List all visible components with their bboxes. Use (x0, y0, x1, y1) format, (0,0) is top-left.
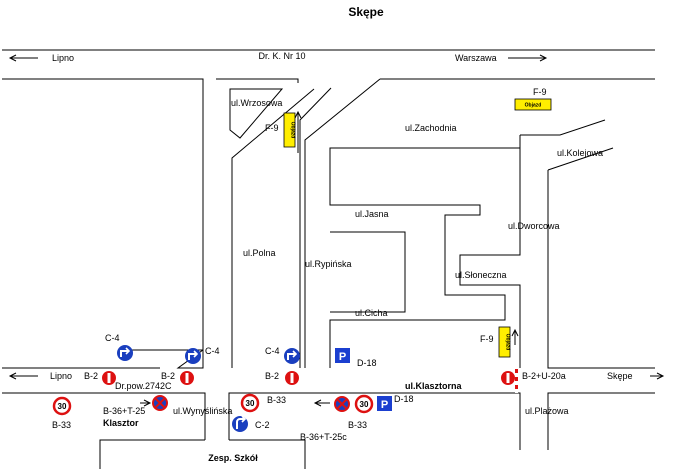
label-b33-right: B-33 (348, 420, 367, 430)
direction-arrows (8, 54, 665, 407)
turn-right-arrow-icon (287, 353, 295, 360)
label-polna: ul.Polna (243, 248, 276, 258)
label-c2: C-2 (255, 420, 270, 430)
label-wrzosowa: ul.Wrzosowa (231, 98, 282, 108)
f9-sign-top-right: Objazd (514, 98, 552, 111)
c4-sign-left (117, 345, 133, 361)
map-title: Skępe (348, 5, 384, 19)
school-road-west (99, 439, 205, 469)
c4-sign-mid (185, 348, 201, 364)
polna-east-edge (231, 88, 315, 368)
klasztorna-south-west (2, 392, 206, 440)
label-d18-bottom: D-18 (394, 394, 414, 404)
b33-sign-left: 30 (52, 396, 72, 416)
wrzosowa-block (229, 88, 284, 139)
label-cicha: ul.Cicha (355, 308, 388, 318)
label-c4-right: C-4 (265, 346, 280, 356)
c2-sign (232, 415, 248, 432)
label-f9-upper-left: F-9 (265, 123, 279, 133)
objazd-text: Objazd (290, 122, 296, 139)
inner-block-east (329, 147, 521, 368)
label-b2-left: B-2 (84, 371, 98, 381)
label-lipno-bottom: Lipno (50, 371, 72, 381)
no-entry-icon (506, 373, 510, 383)
label-rypinska: ul.Rypińska (305, 259, 352, 269)
dworcowa-east-edge (547, 170, 655, 369)
west-block-outline (2, 78, 204, 351)
label-b33-left: B-33 (52, 420, 71, 430)
b36-sign-left (152, 395, 168, 411)
objazd-text: Objazd (525, 103, 542, 109)
klasztorna-south-east (547, 392, 655, 450)
kolejowa-upper (520, 119, 606, 136)
label-skepe-right: Skępe (607, 371, 633, 381)
label-dk10: Dr. K. Nr 10 (258, 51, 305, 61)
label-c4-left: C-4 (105, 333, 120, 343)
speed-limit-text: 30 (246, 399, 255, 408)
sign-code-labels: F-9 F-9 F-9 C-4 C-4 C-4 B-2 B-2 B-2 B-2+… (52, 87, 566, 442)
b2-sign-mid (180, 371, 194, 385)
label-kolejowa: ul.Kolejowa (557, 148, 603, 158)
label-b2-mid: B-2 (161, 371, 175, 381)
label-b33-mid: B-33 (267, 395, 286, 405)
label-b36-t25c: B-36+T-25c (300, 432, 347, 442)
no-entry-icon (107, 373, 111, 383)
objazd-text: Objazd (505, 334, 511, 351)
label-f9-top-right: F-9 (533, 87, 547, 97)
rypinska-east-edge (299, 87, 332, 368)
label-klasztorna: ul.Klasztorna (405, 381, 463, 391)
no-entry-icon (290, 373, 294, 383)
turn-right-arrow-icon (120, 350, 128, 357)
label-b2-right: B-2 (265, 371, 279, 381)
label-klasztor: Klasztor (103, 418, 139, 428)
label-zesp-szkol: Zesp. Szkół (208, 453, 258, 463)
road-network (2, 49, 655, 469)
b2-u20a-sign (501, 369, 518, 393)
f9-sign-upper-left: Objazd (283, 112, 296, 148)
label-jasna: ul.Jasna (355, 209, 389, 219)
d18-sign-bottom: P (377, 396, 392, 411)
kolejowa-lower (547, 147, 614, 171)
label-b36-t25-left: B-36+T-25 (103, 406, 145, 416)
label-f9-lower-right: F-9 (480, 334, 494, 344)
dk10-south-edge-mid (216, 78, 299, 83)
road-labels: Dr. K. Nr 10 Lipno Warszawa ul.Wrzosowa … (50, 51, 633, 463)
label-dr-pow: Dr.pow.2742C (115, 381, 172, 391)
parking-text: P (339, 351, 346, 363)
barrier-u20a (515, 369, 518, 393)
b2-sign-left (102, 371, 116, 385)
f9-sign-lower-right: Objazd (498, 326, 511, 358)
school-road-east (229, 439, 306, 469)
d18-sign-top: P (335, 348, 350, 363)
parking-text: P (381, 399, 388, 411)
label-c4-mid: C-4 (205, 346, 220, 356)
label-dworcowa: ul.Dworcowa (508, 221, 560, 231)
b2-sign-right (285, 371, 299, 385)
no-entry-icon (185, 373, 189, 383)
speed-limit-text: 30 (360, 400, 369, 409)
label-d18-top: D-18 (357, 358, 377, 368)
klasztorna-south-mid (228, 392, 521, 450)
label-sloneczna: ul.Słoneczna (455, 270, 507, 280)
b36-sign-right (334, 396, 350, 412)
turn-right-arrow-icon (188, 353, 196, 360)
jasna-cicha-block (330, 231, 406, 313)
c4-sign-right (284, 348, 300, 364)
label-wynyslinska: ul.Wynyślińska (173, 406, 232, 416)
label-warszawa: Warszawa (455, 53, 497, 63)
rypinska-west-edge (304, 78, 381, 368)
label-lipno-top: Lipno (52, 53, 74, 63)
b33-sign-right: 30 (354, 394, 374, 414)
label-plazowa: ul.Plażowa (525, 406, 569, 416)
label-zachodnia: ul.Zachodnia (405, 123, 457, 133)
speed-limit-text: 30 (58, 402, 67, 411)
label-b2-u20a: B-2+U-20a (522, 371, 566, 381)
turn-right-arrow-icon (236, 418, 244, 429)
b33-sign-mid: 30 (240, 393, 260, 413)
